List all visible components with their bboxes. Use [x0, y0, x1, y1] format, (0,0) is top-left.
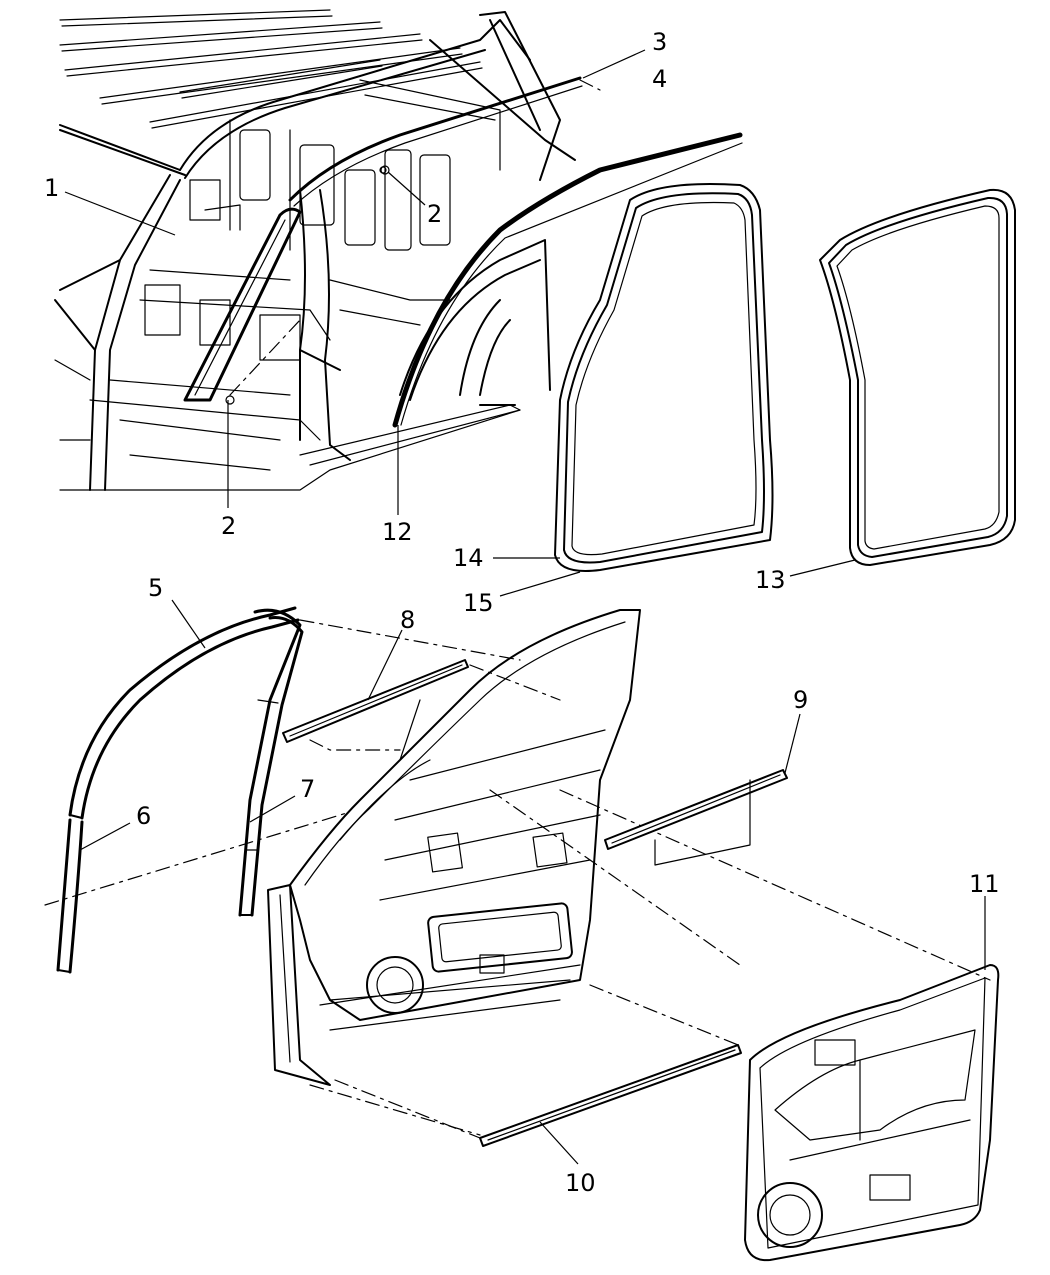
leader-6: [79, 822, 131, 851]
part-9-outer-belt-strip: [604, 769, 788, 866]
part-5-6-door-frame-seal: [44, 606, 351, 974]
a-pillar-left: [54, 174, 181, 491]
part-13-rear-door-seal: [819, 188, 1016, 566]
part-2-fasteners: [225, 165, 390, 405]
callout-9: 9: [793, 686, 808, 714]
callout-5: 5: [148, 574, 163, 602]
b-pillar: [299, 189, 351, 461]
leader-7: [249, 795, 296, 823]
roof-ribs: [59, 9, 483, 129]
callout-11: 11: [969, 870, 1000, 898]
leader-8: [367, 629, 403, 701]
callout-7: 7: [300, 775, 315, 803]
callout-13: 13: [755, 566, 786, 594]
callout-14: 14: [453, 544, 484, 572]
callout-6: 6: [136, 802, 151, 830]
callout-3: 3: [652, 28, 667, 56]
vehicle-body-shell: [54, 9, 576, 491]
part-7-b-pillar-seal: [238, 608, 521, 917]
leader-15: [499, 571, 581, 597]
leader-2b: [387, 171, 426, 206]
leader-1: [64, 191, 176, 236]
callout-2a: 2: [221, 512, 236, 540]
callout-8: 8: [400, 606, 415, 634]
cab-floor: [54, 269, 521, 491]
cab-rear-panels: [189, 79, 501, 251]
part-1-a-pillar-trim: [183, 207, 302, 402]
callout-15: 15: [463, 589, 494, 617]
part-10-lower-door-seal: [334, 984, 742, 1147]
callout-1: 1: [44, 174, 59, 202]
leader-9: [784, 713, 801, 774]
callout-12: 12: [382, 518, 413, 546]
leader-10: [539, 1121, 579, 1165]
callout-2b: 2: [427, 200, 442, 228]
part-14-15-front-door-seal: [554, 183, 774, 572]
part-11-door-trim-panel: [744, 964, 1000, 1262]
rear-door-opening: [399, 239, 551, 406]
callout-4: 4: [652, 65, 667, 93]
part-3-4-roof-weatherstrip: [288, 76, 601, 207]
leader-13: [789, 559, 856, 577]
leader-5: [171, 599, 206, 649]
leader-3: [582, 49, 646, 79]
callouts: 1 2 2 3 4 5 6 7 8 9 10 11 12 13 14 15: [44, 28, 1000, 1197]
door-shell: [267, 609, 991, 1136]
part-12-rear-weatherstrip: [392, 132, 743, 428]
roof-frame: [59, 11, 576, 181]
part-8-inner-belt-strip: [282, 659, 561, 751]
callout-10: 10: [565, 1169, 596, 1197]
